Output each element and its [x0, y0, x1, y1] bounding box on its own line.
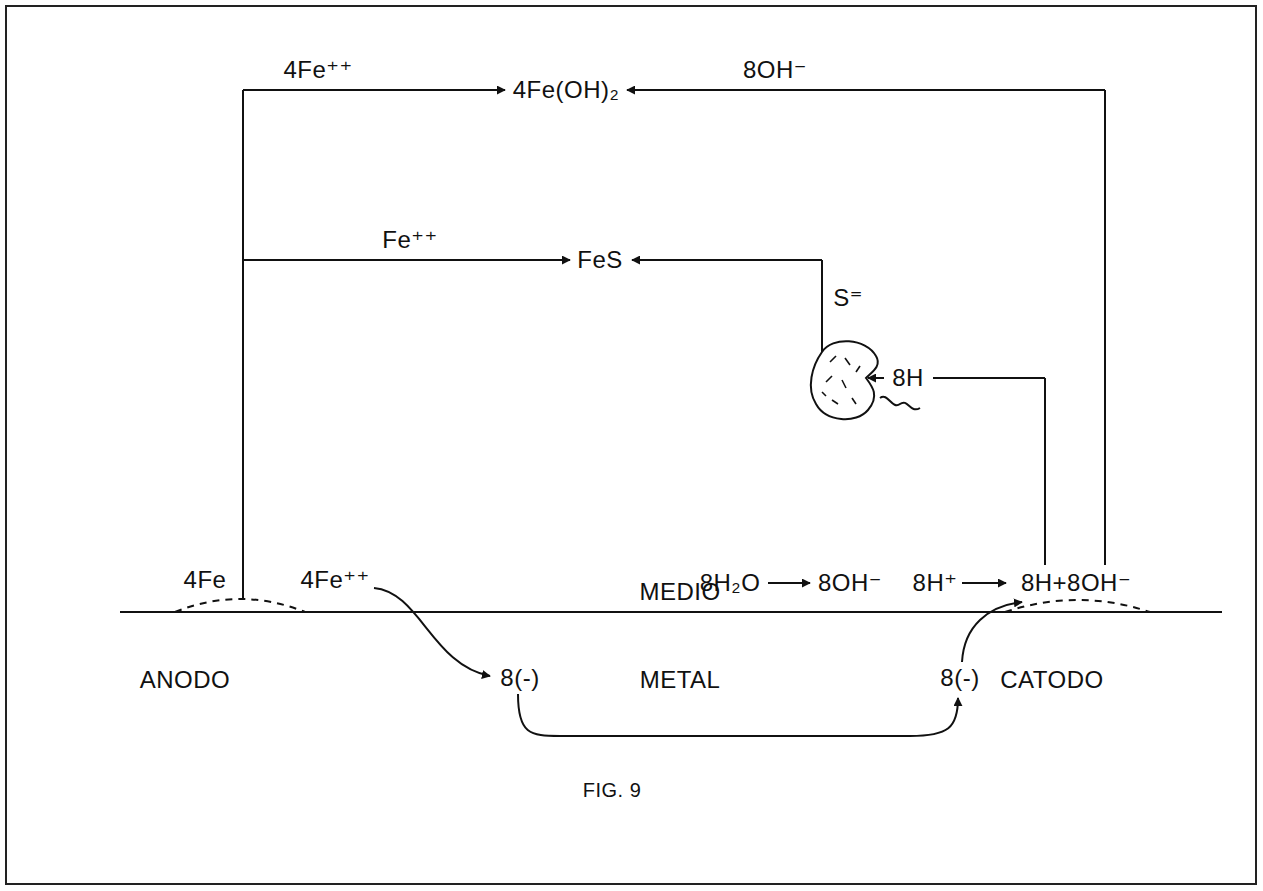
flow-line	[933, 377, 1045, 379]
label-anchor: 8H⁺	[913, 570, 958, 596]
electron-arrow	[962, 602, 1022, 662]
flow-arrow	[632, 259, 822, 261]
flow-arrow	[243, 89, 505, 91]
label-anchor: 8H+8OH⁻	[1021, 570, 1131, 596]
label-anchor: CATODO	[1000, 667, 1103, 693]
label-anchor: MEDIO	[639, 579, 720, 605]
label-anchor: 4Fe(OH)₂	[513, 77, 620, 103]
ion-species: 8OH⁻	[743, 57, 807, 83]
region-label: MEDIO	[639, 579, 720, 605]
ion-species: 4Fe⁺⁺	[300, 567, 369, 593]
reaction-arrow	[962, 582, 1006, 584]
label-anchor: ANODO	[140, 667, 231, 693]
frame	[6, 6, 1256, 884]
ion-species: 8OH⁻	[818, 570, 882, 596]
label-anchor: 4Fe⁺⁺	[283, 57, 352, 83]
electron-count: 8(-)	[500, 665, 539, 691]
figure-caption: FIG. 9	[583, 779, 642, 801]
label-anchor: Fe⁺⁺	[382, 227, 437, 253]
label-anchor: S⁼	[833, 285, 863, 311]
product-species: 8H+8OH⁻	[1021, 570, 1131, 596]
reaction-arrow	[768, 582, 810, 584]
ion-species: Fe⁺⁺	[382, 227, 437, 253]
flow-line	[821, 260, 823, 352]
anode-area	[175, 599, 305, 612]
interface-line	[120, 611, 1222, 613]
label-anchor: 8H	[892, 365, 924, 391]
caption-anchor: FIG. 9	[583, 779, 642, 801]
label-anchor: FeS	[577, 247, 623, 273]
flow-arrow	[868, 377, 884, 379]
metal-species: 4Fe	[184, 567, 227, 593]
region-label: METAL	[640, 667, 721, 693]
flow-line	[242, 90, 244, 598]
label-anchor: METAL	[640, 667, 721, 693]
ion-species: 4Fe⁺⁺	[283, 57, 352, 83]
product-species: 4Fe(OH)₂	[513, 77, 620, 103]
label-anchor: 8OH⁻	[818, 570, 882, 596]
region-label: ANODO	[140, 667, 231, 693]
bacterium	[811, 341, 878, 419]
cathode-area	[1005, 600, 1150, 612]
region-label: CATODO	[1000, 667, 1103, 693]
electron-arrow	[374, 588, 490, 676]
electron-count: 8(-)	[940, 665, 979, 691]
reagent-species: 8H	[892, 365, 924, 391]
electron-path	[518, 694, 958, 736]
label-anchor: 8(-)	[940, 665, 979, 691]
flow-arrow	[627, 89, 1105, 91]
label-anchor: 4Fe	[184, 567, 227, 593]
bacterium-granules	[822, 356, 860, 404]
label-anchor: 4Fe⁺⁺	[300, 567, 369, 593]
flow-line	[1104, 90, 1106, 565]
product-species: FeS	[577, 247, 623, 273]
ion-species: S⁼	[833, 285, 863, 311]
label-anchor: 8OH⁻	[743, 57, 807, 83]
ion-species: 8H⁺	[913, 570, 958, 596]
flow-arrow	[243, 259, 570, 261]
flagellum	[880, 397, 920, 410]
label-anchor: 8(-)	[500, 665, 539, 691]
flow-line	[1044, 378, 1046, 565]
